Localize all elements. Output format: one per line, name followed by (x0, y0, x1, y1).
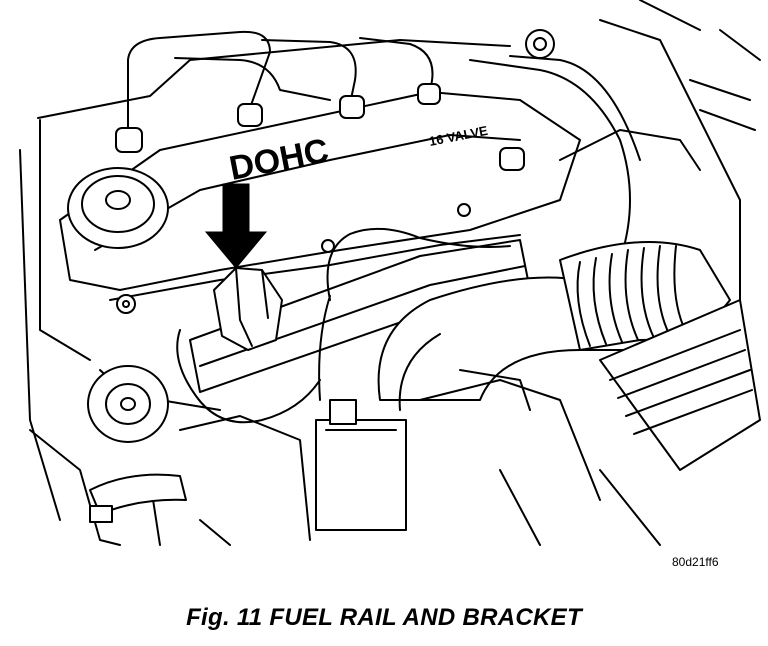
svg-text:16 VALVE: 16 VALVE (428, 123, 490, 149)
coil-boots (115, 83, 525, 171)
fuel-rail-bracket (213, 267, 283, 351)
engine-bay-outline (19, 0, 761, 546)
svg-text:DOHC: DOHC (226, 131, 332, 187)
radiator-cap (87, 365, 169, 443)
lower-components (179, 369, 601, 541)
figure-caption: Fig. 11 FUEL RAIL AND BRACKET (186, 604, 582, 631)
hose-clamp (89, 473, 187, 523)
spark-plug-wires (127, 30, 641, 261)
figure-id: 80d21ff6 (672, 555, 719, 569)
valve-cover-lettering: DOHC 16 VALVE (226, 123, 489, 188)
electrical-connector (315, 399, 407, 531)
oil-filler-cap (67, 167, 169, 249)
air-cleaner-housing (599, 299, 761, 471)
down-arrow-icon (204, 183, 268, 269)
